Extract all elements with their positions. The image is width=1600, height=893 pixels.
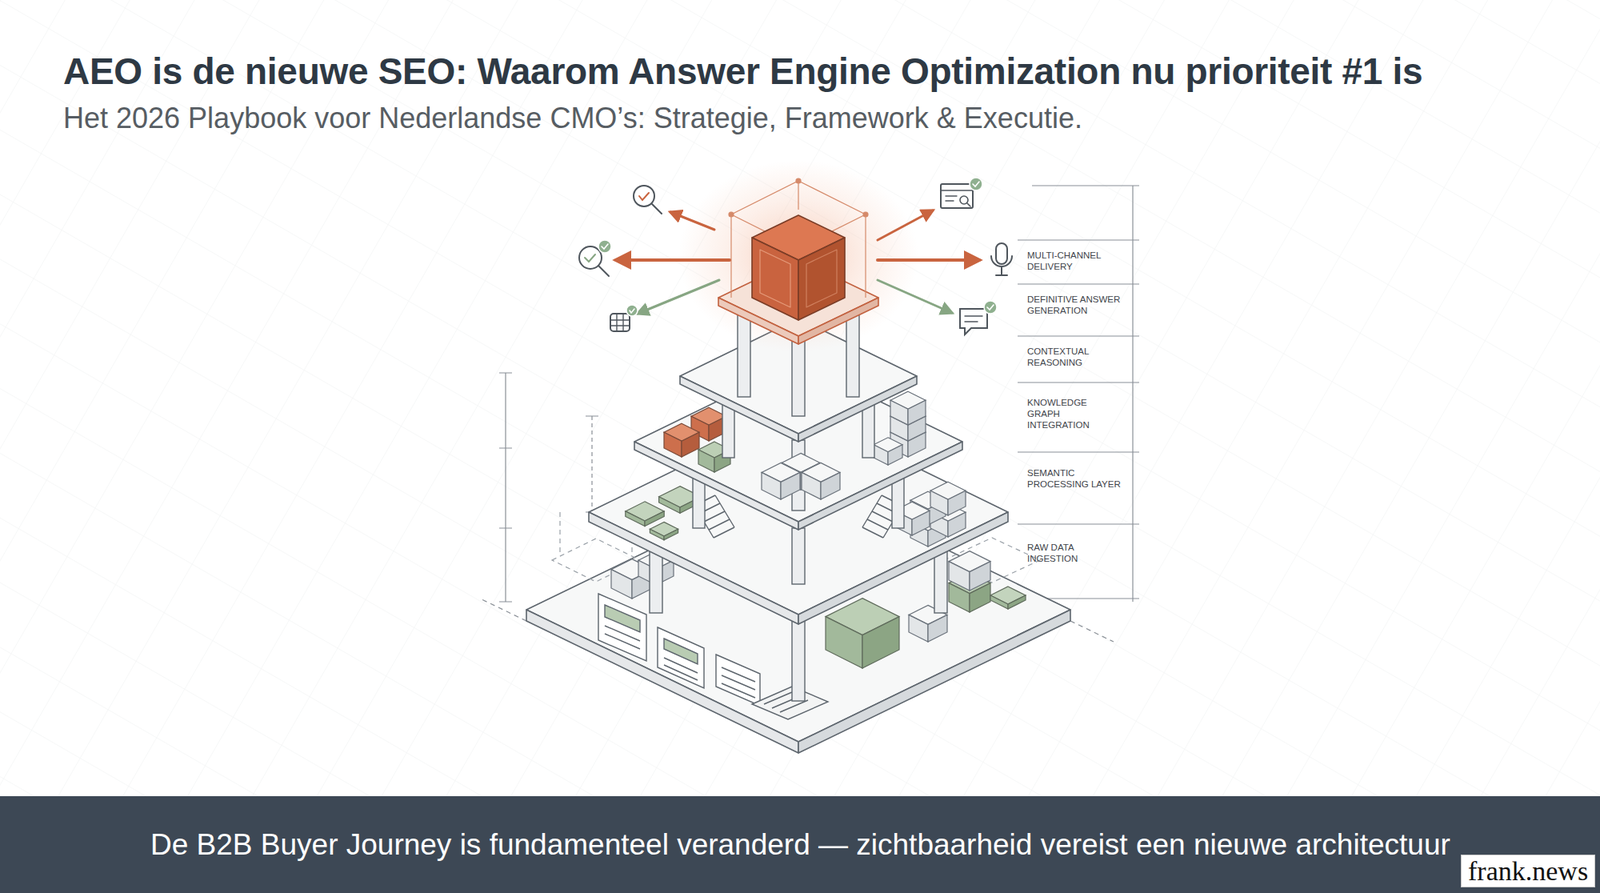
layer-label: CONTEXTUAL REASONING [1027,346,1122,369]
caption-text: De B2B Buyer Journey is fundamenteel ver… [150,827,1451,863]
caption-bar [0,796,1600,893]
slide-title: AEO is de nieuwe SEO: Waarom Answer Engi… [63,49,1423,94]
answer-cube [752,215,845,320]
layer-label: RAW DATA INGESTION [1027,542,1122,565]
grid-background [0,0,1600,796]
layer-label: SEMANTIC PROCESSING LAYER [1027,468,1122,491]
channel-icons [579,177,1012,335]
leader-lines [1017,185,1140,602]
layer-label: KNOWLEDGE GRAPH INTEGRATION [1027,397,1122,431]
watermark: frank.news [1460,854,1596,888]
layer-label: MULTI-CHANNEL DELIVERY [1027,250,1122,273]
subtitle: Het 2026 Playbook voor Nederlandse CMO’s… [63,100,1083,136]
layer-label: DEFINITIVE ANSWER GENERATION [1027,294,1122,317]
glow [678,160,919,352]
delivery-arrows [616,210,980,314]
